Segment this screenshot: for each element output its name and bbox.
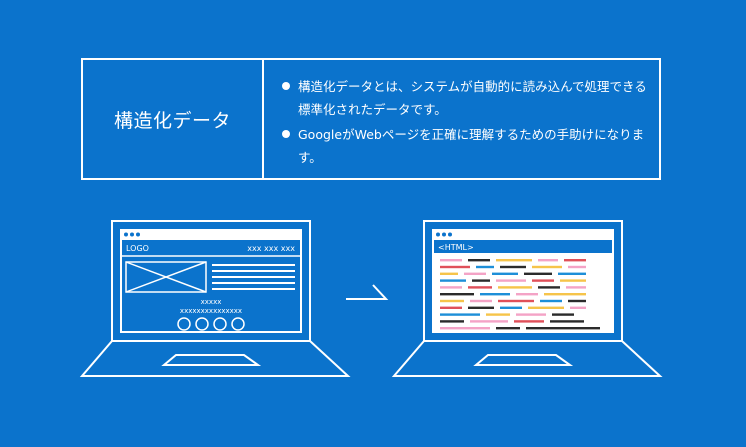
circle-icon bbox=[231, 317, 245, 331]
code-line-segment bbox=[476, 265, 494, 269]
code-line-segment bbox=[440, 259, 462, 262]
code-lines bbox=[440, 259, 600, 330]
bullet-dot-icon bbox=[282, 82, 290, 90]
window-dot-icon bbox=[124, 232, 128, 237]
code-line-segment bbox=[480, 293, 510, 296]
right-laptop-base bbox=[391, 340, 663, 377]
arrow-icon bbox=[346, 284, 389, 300]
window-dot-icon bbox=[436, 232, 440, 237]
code-line-segment bbox=[550, 320, 584, 323]
bullet-list: 構造化データとは、システムが自動的に読み込んで処理できる標準化されたデータです。… bbox=[282, 75, 652, 171]
box-title: 構造化データ bbox=[113, 109, 231, 132]
code-line-segment bbox=[440, 313, 480, 316]
code-line-segment bbox=[464, 272, 486, 275]
code-line-segment bbox=[440, 320, 464, 323]
code-line-segment bbox=[560, 279, 586, 282]
window-dot-icon bbox=[136, 232, 140, 237]
site-logo-text: LOGO bbox=[126, 244, 149, 253]
code-line-segment bbox=[440, 306, 462, 309]
right-code-area bbox=[434, 253, 612, 331]
left-browser-window: LOGO xxx xxx xxx xxxxx xxxxxxxxxxxxxxx bbox=[120, 229, 302, 333]
code-line-segment bbox=[440, 286, 462, 289]
code-line-segment bbox=[500, 306, 522, 309]
caption-line-1: xxxxx bbox=[201, 298, 222, 306]
code-line-segment bbox=[440, 299, 464, 303]
code-line-segment bbox=[570, 306, 586, 309]
code-line-segment bbox=[492, 272, 518, 275]
bullet-item: GoogleがWebページを正確に理解するための手助けになります。 bbox=[282, 123, 652, 169]
text-placeholder-lines bbox=[212, 264, 295, 290]
code-line-segment bbox=[524, 272, 552, 275]
bullet-text: 構造化データとは、システムが自動的に読み込んで処理できる標準化されたデータです。 bbox=[298, 79, 647, 117]
circle-icon bbox=[213, 317, 227, 331]
left-laptop-base bbox=[79, 340, 351, 377]
caption-line-2: xxxxxxxxxxxxxxx bbox=[180, 307, 242, 315]
code-line-segment bbox=[538, 259, 558, 262]
code-line-segment bbox=[440, 293, 474, 296]
window-dot-icon bbox=[130, 232, 134, 237]
code-line-segment bbox=[496, 327, 520, 330]
code-line-segment bbox=[516, 313, 546, 316]
code-line-segment bbox=[528, 306, 564, 309]
code-line-segment bbox=[514, 320, 544, 323]
left-laptop bbox=[79, 220, 351, 377]
code-line-segment bbox=[566, 286, 586, 289]
circle-icon bbox=[195, 317, 209, 331]
code-line-segment bbox=[496, 259, 532, 262]
code-line-segment bbox=[468, 306, 494, 309]
right-browser-window: <HTML> bbox=[432, 229, 614, 333]
code-line-segment bbox=[532, 279, 554, 282]
bullet-text: GoogleがWebページを正確に理解するための手助けになります。 bbox=[298, 127, 645, 165]
circle-icon bbox=[177, 317, 191, 331]
code-line-segment bbox=[470, 320, 508, 323]
code-line-segment bbox=[498, 286, 532, 289]
left-laptop-touchpad bbox=[161, 354, 262, 366]
code-line-segment bbox=[532, 265, 562, 269]
html-tag-text: <HTML> bbox=[438, 243, 474, 252]
code-line-segment bbox=[440, 327, 490, 330]
right-laptop bbox=[391, 220, 663, 377]
code-line-segment bbox=[568, 299, 586, 303]
definition-box: 構造化データ 構造化データとは、システムが自動的に読み込んで処理できる標準化され… bbox=[81, 58, 661, 180]
code-line-segment bbox=[440, 272, 458, 275]
image-placeholder-icon bbox=[125, 261, 207, 293]
code-line-segment bbox=[496, 279, 526, 282]
code-line-segment bbox=[468, 259, 490, 262]
code-line-segment bbox=[552, 313, 574, 316]
bullet-dot-icon bbox=[282, 130, 290, 138]
box-divider bbox=[262, 60, 264, 178]
code-line-segment bbox=[486, 313, 510, 316]
code-line-segment bbox=[540, 299, 562, 303]
code-line-segment bbox=[500, 265, 526, 269]
right-laptop-touchpad bbox=[473, 354, 574, 366]
code-line-segment bbox=[440, 265, 470, 269]
code-line-segment bbox=[558, 272, 586, 275]
window-dot-icon bbox=[448, 232, 452, 237]
code-line-segment bbox=[526, 327, 600, 330]
code-line-segment bbox=[498, 299, 534, 303]
code-line-segment bbox=[564, 259, 586, 262]
code-line-segment bbox=[440, 279, 466, 282]
window-dot-icon bbox=[442, 232, 446, 237]
code-line-segment bbox=[516, 293, 538, 296]
code-line-segment bbox=[538, 286, 560, 289]
code-line-segment bbox=[470, 299, 492, 303]
circle-buttons bbox=[177, 317, 245, 331]
left-browser-content bbox=[122, 240, 300, 331]
code-line-segment bbox=[568, 265, 586, 269]
code-line-segment bbox=[472, 279, 490, 282]
bullet-item: 構造化データとは、システムが自動的に読み込んで処理できる標準化されたデータです。 bbox=[282, 75, 652, 121]
code-line-segment bbox=[544, 293, 586, 296]
site-nav-text: xxx xxx xxx bbox=[247, 244, 295, 253]
code-line-segment bbox=[468, 286, 492, 289]
